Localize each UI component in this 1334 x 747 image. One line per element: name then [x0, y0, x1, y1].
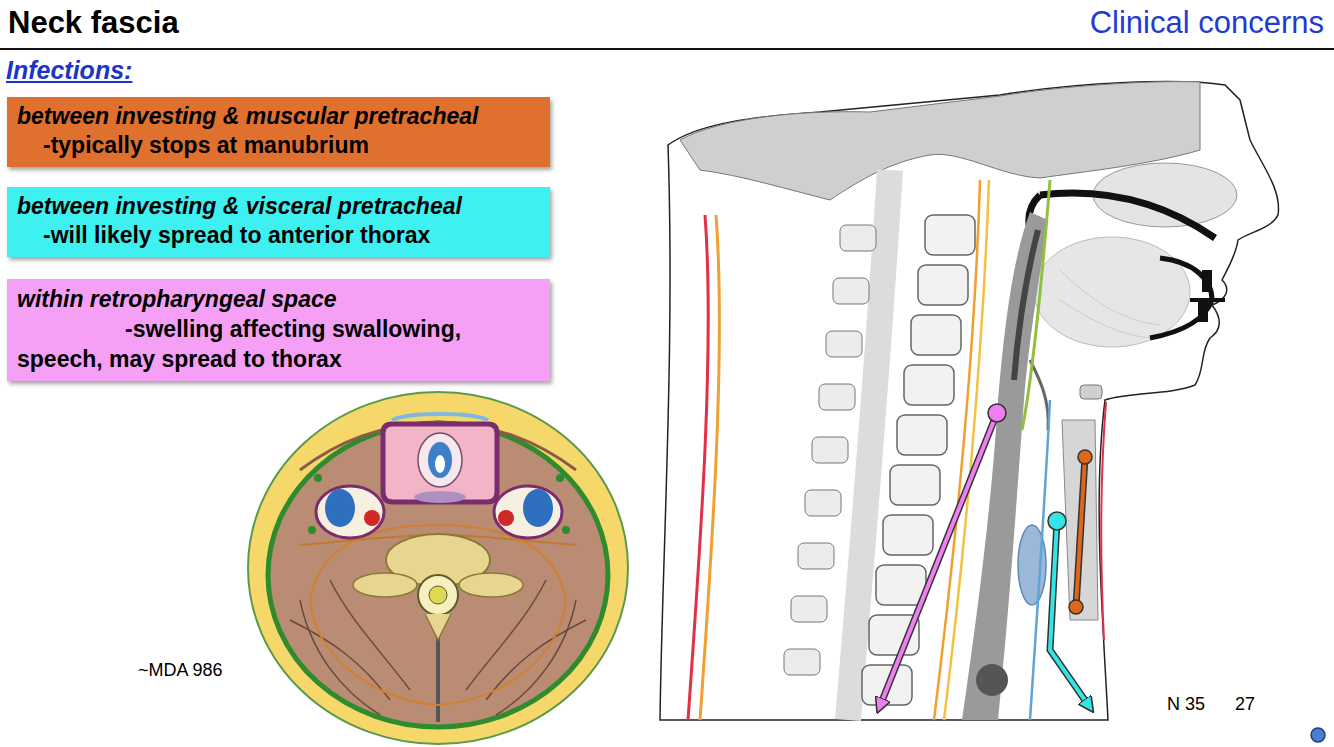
- box-note: -swelling affecting swallowing, speech, …: [17, 314, 540, 374]
- slide-title-box: Neck fascia: [8, 5, 179, 41]
- list-heading-box: Infections:: [6, 56, 132, 85]
- slide-dot: [1311, 728, 1325, 742]
- box-note: -typically stops at manubrium: [17, 131, 540, 160]
- header-rule: [0, 48, 1334, 50]
- spread-arrows: [880, 404, 1092, 706]
- sagittal-section: [660, 82, 1279, 720]
- box-heading: between investing & visceral pretracheal: [17, 192, 462, 221]
- page-number-box: 27: [1235, 694, 1255, 715]
- source-reference-box: ~MDA 986: [138, 660, 223, 681]
- slide-title: Neck fascia: [8, 5, 179, 40]
- list-heading: Infections:: [6, 56, 132, 84]
- section-heading-box: Clinical concerns: [1090, 5, 1324, 41]
- info-box: between investing & visceral pretracheal…: [7, 187, 550, 257]
- plate-reference: N 35: [1167, 694, 1205, 714]
- info-box: within retropharyngeal space-swelling af…: [7, 279, 550, 381]
- box-heading: within retropharyngeal space: [17, 284, 337, 314]
- box-note: -will likely spread to anterior thorax: [17, 221, 540, 250]
- info-box: between investing & muscular pretracheal…: [7, 97, 550, 167]
- source-reference: ~MDA 986: [138, 660, 223, 680]
- cross-section: [248, 392, 628, 744]
- box-heading: between investing & muscular pretracheal: [17, 102, 478, 131]
- section-heading: Clinical concerns: [1090, 5, 1324, 40]
- page-number: 27: [1235, 694, 1255, 714]
- plate-reference-box: N 35: [1167, 694, 1205, 715]
